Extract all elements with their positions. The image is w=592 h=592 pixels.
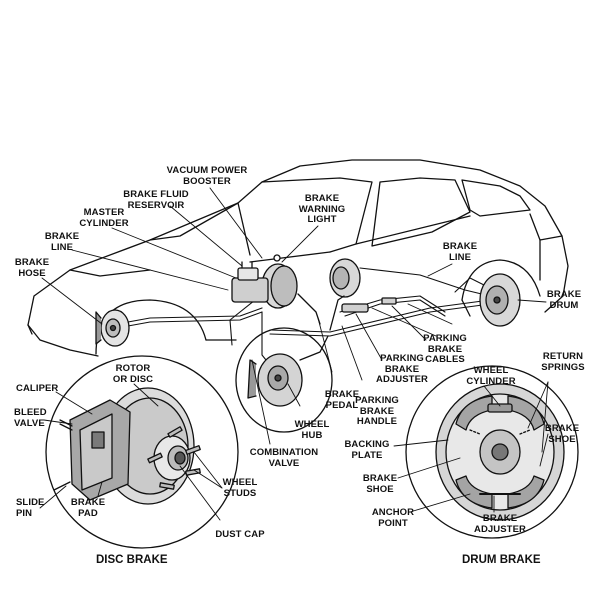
car-front-disc (95, 309, 130, 347)
label-master-cylinder: MASTER CYLINDER (79, 207, 129, 229)
label-anchor-point: ANCHOR POINT (371, 507, 415, 529)
label-wheel-studs: WHEEL STUDS (222, 477, 258, 499)
label-wheel-hub: WHEEL HUB (294, 419, 330, 441)
car-rear-drum (329, 258, 521, 327)
caption-disc-brake: DISC BRAKE (96, 554, 168, 566)
label-parking-brake-cables: PARKING BRAKE CABLES (423, 333, 467, 365)
label-combination-valve: COMBINATION VALVE (249, 447, 319, 469)
booster-assembly (231, 254, 321, 325)
label-parking-brake-handle: PARKING BRAKE HANDLE (355, 395, 399, 427)
label-brake-line-front: BRAKE LINE (44, 231, 80, 253)
parking-brake-parts (299, 295, 397, 361)
label-brake-hose: BRAKE HOSE (14, 257, 50, 279)
leader-lines (39, 187, 549, 521)
car-wheel-hub (235, 327, 333, 433)
label-brake-shoe-left: BRAKE SHOE (362, 473, 398, 495)
label-brake-pedal: BRAKE PEDAL (324, 389, 360, 411)
label-backing-plate: BACKING PLATE (344, 439, 390, 461)
label-brake-adjuster: BRAKE ADJUSTER (473, 513, 526, 535)
label-parking-brake-adjuster: PARKING BRAKE ADJUSTER (375, 353, 428, 385)
caption-drum-brake: DRUM BRAKE (462, 554, 541, 566)
label-brake-warning-light: BRAKE WARNING LIGHT (298, 193, 346, 225)
drum-brake-detail (405, 365, 579, 539)
label-caliper: CALIPER (16, 383, 59, 394)
label-brake-drum: BRAKE DRUM (546, 289, 582, 311)
disc-brake-detail (45, 355, 239, 549)
label-rotor-or-disc: ROTOR OR DISC (112, 363, 154, 385)
label-brake-line-rear: BRAKE LINE (442, 241, 478, 263)
label-return-springs: RETURN SPRINGS (541, 351, 585, 373)
label-vacuum-power-booster: VACUUM POWER BOOSTER (166, 165, 248, 187)
label-wheel-cylinder: WHEEL CYLINDER (466, 365, 516, 387)
label-dust-cap: DUST CAP (215, 529, 265, 540)
label-slide-pin: SLIDE PIN (16, 497, 45, 519)
label-brake-pad: BRAKE PAD (70, 497, 106, 519)
label-bleed-valve: BLEED VALVE (14, 407, 47, 429)
label-brake-shoe-right: BRAKE SHOE (544, 423, 580, 445)
label-brake-fluid-reservoir: BRAKE FLUID RESERVOIR (123, 189, 189, 211)
car-body-outline (27, 159, 569, 357)
